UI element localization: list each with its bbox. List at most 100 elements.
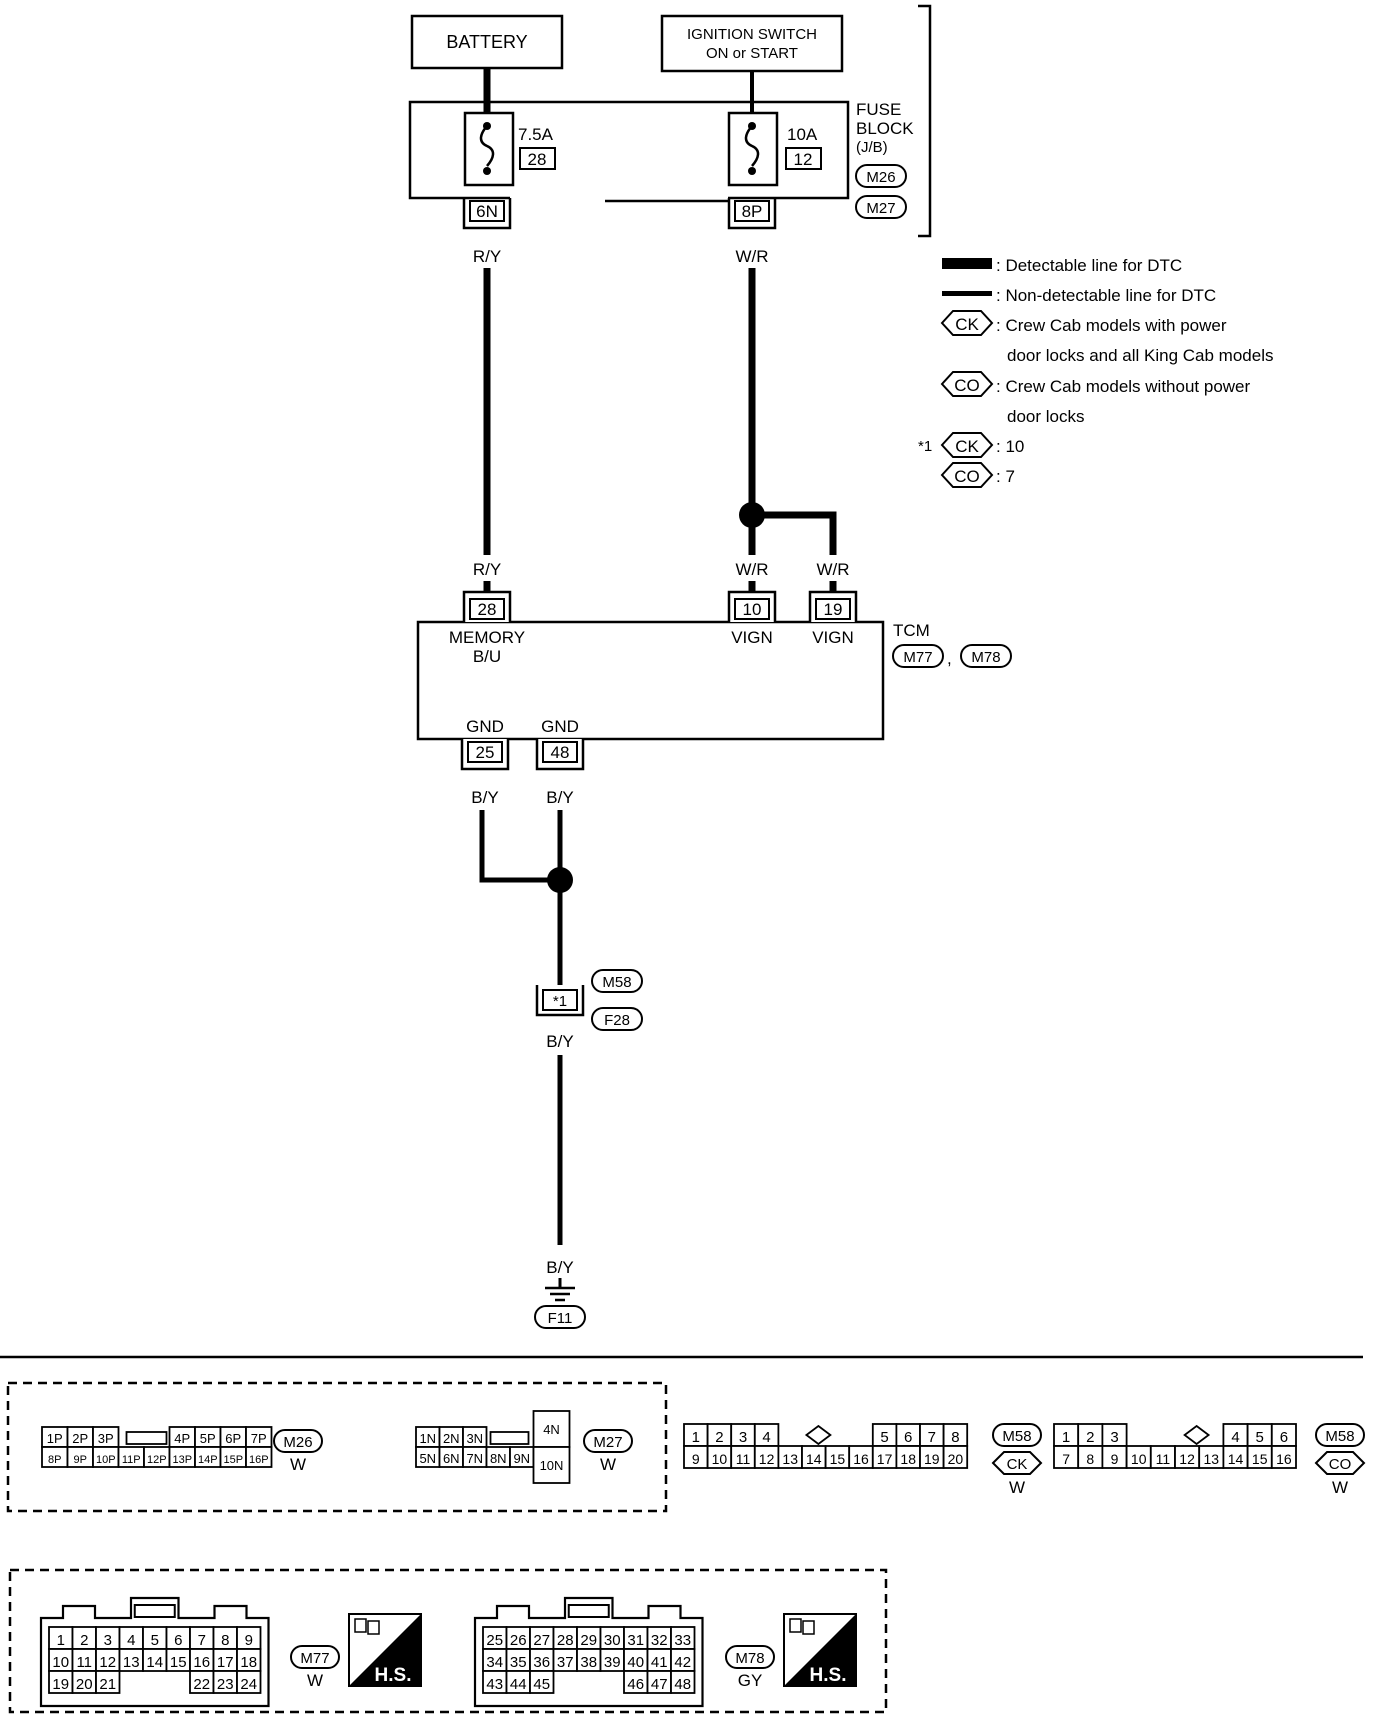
- connector-pin-number: 38: [580, 1654, 597, 1671]
- connector-pin-number: 14: [806, 1451, 822, 1467]
- ignition-label-line1: IGNITION SWITCH: [687, 26, 817, 43]
- connector-pin-number: 1: [692, 1429, 700, 1446]
- connector-view-m58-co-variant: [1314, 1451, 1366, 1475]
- connector-view-m58-ck-id-label: M58: [1002, 1428, 1031, 1445]
- connector-view-m58-ck-id: [992, 1423, 1042, 1447]
- joint-connector-m58: M58: [591, 969, 643, 993]
- tcm-gnd1-label: GND: [466, 717, 504, 736]
- svg-text:10: 10: [743, 600, 762, 619]
- connector-pin-number: 32: [651, 1632, 668, 1649]
- connector-pin-number: 40: [627, 1654, 644, 1671]
- connector-view-m58-co-color: W: [1332, 1478, 1348, 1497]
- connector-pin-number: 10N: [540, 1458, 564, 1473]
- connector-pin-number: 1: [57, 1632, 65, 1649]
- svg-text:19: 19: [824, 600, 843, 619]
- connector-view-m58-co-variant-label: CO: [1329, 1456, 1352, 1473]
- ground-connector-f11: F11: [534, 1305, 586, 1329]
- fuse-block-bracket: [918, 4, 932, 238]
- connector-pin-number: 8P: [48, 1454, 61, 1466]
- connector-pin-number: 16: [193, 1654, 210, 1671]
- connector-pin-number: 11P: [122, 1454, 141, 1466]
- wire-wr-left-label: W/R: [735, 560, 768, 579]
- joint-connector-f28: F28: [591, 1007, 643, 1031]
- connector-pin-number: 17: [217, 1654, 234, 1671]
- connector-view-m78-hs-label: H.S.: [810, 1665, 847, 1686]
- ground-splice: [547, 867, 573, 893]
- tcm-pin-10: 10: [727, 590, 777, 622]
- fuse-28: [463, 111, 515, 187]
- connector-pin-number: 14: [1228, 1451, 1244, 1467]
- svg-text:M58: M58: [602, 974, 631, 991]
- fuse-block-label-line2: BLOCK: [856, 119, 914, 138]
- wire-by-right-label: B/Y: [546, 788, 573, 807]
- connector-pin-number: 15P: [223, 1454, 243, 1466]
- connector-pin-cell: [529, 1670, 555, 1694]
- connector-pin-number: 3: [1110, 1429, 1118, 1446]
- connector-pin-number: 24: [240, 1676, 257, 1693]
- joint-pin-label: *1: [553, 993, 567, 1010]
- connector-view-m77-hs-label: H.S.: [375, 1665, 412, 1686]
- connector-pin-number: 12P: [147, 1454, 167, 1466]
- connector-pin-number: 19: [924, 1451, 940, 1467]
- harness-side-icon-plug: [354, 1618, 367, 1633]
- connector-pin-number: 13: [782, 1451, 798, 1467]
- connector-pin-number: 33: [674, 1632, 691, 1649]
- connector-pin-number: 2N: [443, 1431, 460, 1446]
- connector-pin-number: 15: [830, 1451, 846, 1467]
- legend-nondetectable-text: : Non-detectable line for DTC: [996, 286, 1216, 305]
- tcm-unit: 28 10 19 MEMORY B/U VIGN VIGN GND GND 25…: [416, 590, 885, 771]
- connector-view-m27-id-label: M27: [593, 1434, 622, 1451]
- svg-text:28: 28: [478, 600, 497, 619]
- connector-pin-number: 3: [104, 1632, 112, 1649]
- connector-pin-number: 1N: [419, 1431, 436, 1446]
- connector-pin-number: 15: [170, 1654, 187, 1671]
- wire-by-left-label: B/Y: [471, 788, 498, 807]
- connector-pin-number: 1P: [47, 1431, 63, 1446]
- connector-view-m78-id-label: M78: [735, 1650, 764, 1667]
- connector-pin-number: 12: [759, 1451, 775, 1467]
- connector-pin-number: 47: [651, 1676, 668, 1693]
- legend-ck-symbol: [940, 310, 994, 336]
- ignition-label-line2: ON or START: [706, 45, 798, 62]
- connector-pin-number: 42: [674, 1654, 691, 1671]
- tcm-pin-28: 28: [462, 590, 512, 622]
- connector-pin-number: 8N: [490, 1451, 507, 1466]
- connector-pin-number: 6: [1280, 1429, 1288, 1446]
- legend-ck-desc-2: door locks and all King Cab models: [1007, 346, 1273, 365]
- connector-pin-number: 27: [533, 1632, 550, 1649]
- connector-pin-number: 26: [510, 1632, 527, 1649]
- fuse-28-number: 28: [528, 150, 547, 169]
- connector-pin-number: 5: [151, 1632, 159, 1649]
- connector-pin-number: 15: [1252, 1451, 1268, 1467]
- connector-pin-number: 11: [1156, 1451, 1171, 1467]
- connector-view-m26-id: [273, 1429, 323, 1453]
- connector-pin-number: 9: [1111, 1451, 1119, 1467]
- svg-text:F11: F11: [548, 1310, 573, 1327]
- connector-pin-number: 43: [486, 1676, 503, 1693]
- connector-pin-number: 10: [52, 1654, 69, 1671]
- tcm-connector-separator: ,: [947, 649, 952, 668]
- legend: : Detectable line for DTC : Non-detectab…: [918, 256, 1273, 488]
- connector-pin-number: 20: [76, 1676, 93, 1693]
- svg-text:M26: M26: [866, 169, 895, 186]
- svg-text:CK: CK: [955, 315, 979, 334]
- wire-wr-branch: [752, 511, 837, 555]
- connector-pin-number: 36: [533, 1654, 550, 1671]
- connector-pin-number: 6: [904, 1429, 912, 1446]
- tcm-pin-48: 48: [535, 739, 585, 771]
- harness-side-icon-fill: [349, 1614, 421, 1686]
- connector-group-frame-2: [8, 1568, 888, 1714]
- fuse-block-label-line1: FUSE: [856, 100, 901, 119]
- tcm-pin-19: 19: [808, 590, 858, 622]
- terminal-8p-label: 8P: [742, 202, 763, 221]
- battery-label: BATTERY: [446, 32, 527, 52]
- connector-pin-number: 13: [1204, 1451, 1220, 1467]
- fuse-block-connector-m27: M27: [855, 195, 907, 219]
- connector-pin-cell: [670, 1670, 696, 1694]
- connector-pin-cell: [95, 1670, 121, 1694]
